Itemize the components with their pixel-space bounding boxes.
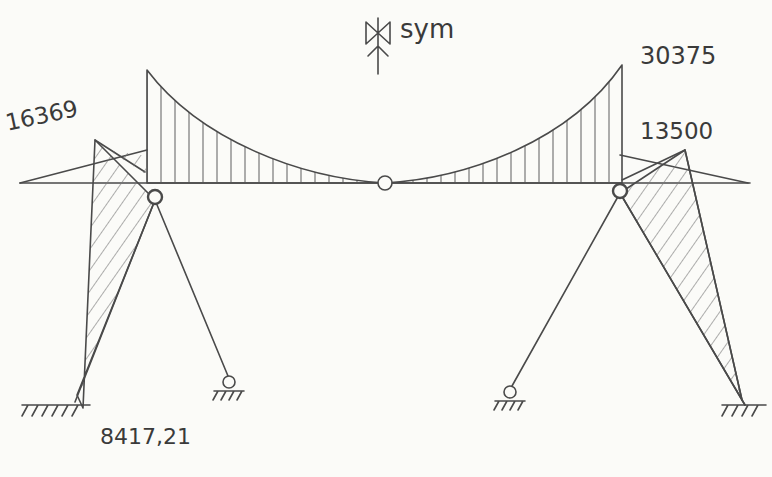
hinge (613, 184, 627, 198)
moment-area (385, 65, 622, 183)
symmetry-symbol (366, 18, 390, 74)
pin-support (504, 386, 516, 398)
pin-support (223, 376, 235, 388)
moment-value: 30375 (640, 44, 716, 68)
column (75, 200, 155, 402)
fixed-support (722, 405, 766, 416)
ground-symbol (494, 401, 525, 410)
moment-line (685, 150, 742, 400)
hinge (148, 190, 162, 204)
moment-area (620, 150, 745, 405)
moment-value: 8417,21 (100, 426, 191, 448)
moment-value: 13500 (640, 120, 713, 143)
strut (155, 200, 228, 376)
fixed-support (22, 405, 90, 416)
column (620, 193, 745, 405)
hinge (378, 176, 392, 190)
ground-symbol (213, 391, 244, 400)
moment-area (147, 70, 385, 183)
strut (512, 193, 620, 386)
symmetry-label: sym (400, 16, 454, 42)
moment-value: 16369 (4, 97, 80, 135)
